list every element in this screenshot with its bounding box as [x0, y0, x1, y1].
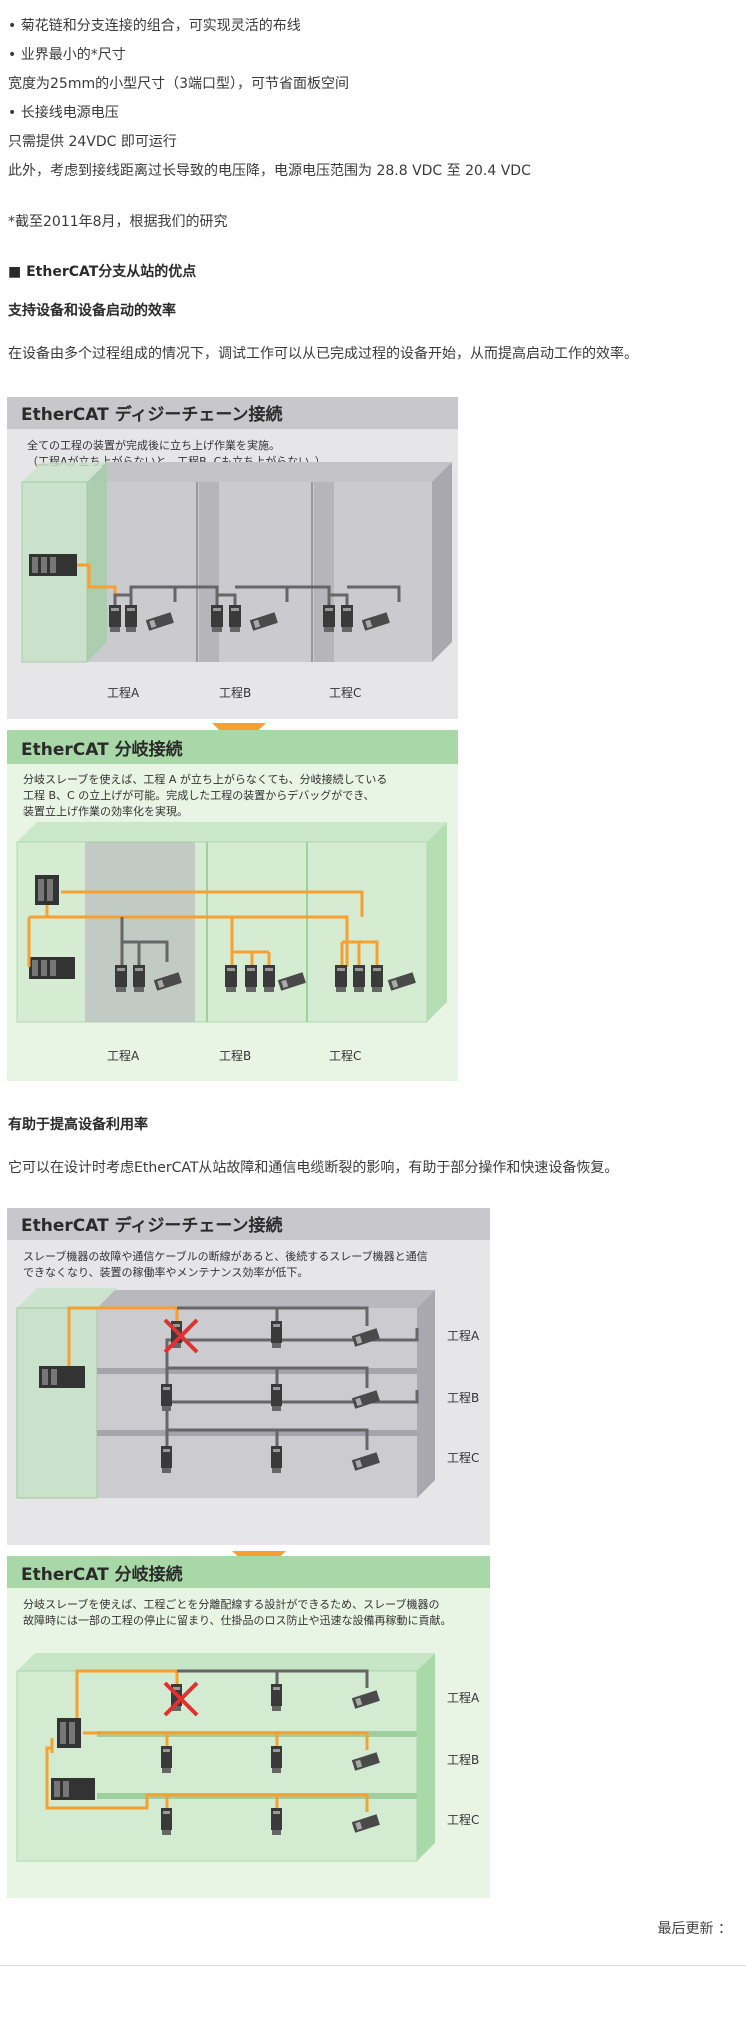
fig1-top-wiring	[77, 563, 401, 607]
fig1-bottom-label-a: 工程A	[107, 1048, 140, 1063]
fig1-bottom-desc-3: 装置立上げ作業の効率化を実現。	[23, 804, 188, 818]
fig2-bottom-header	[7, 1556, 490, 1588]
figure-startup-efficiency: EtherCAT ディジーチェーン接続 全ての工程の装置が完成後に立ち上げ作業を…	[7, 397, 458, 1081]
footer-divider	[0, 1965, 746, 1966]
fig1-top-title: EtherCAT ディジーチェーン接続	[21, 404, 283, 425]
feature-line-2: • 业界最小的*尺寸	[8, 47, 126, 63]
fig2-bottom-label-c: 工程C	[447, 1812, 479, 1827]
subheading-utilization: 有助于提高设备利用率	[8, 1117, 148, 1133]
fig2-top-desc-1: スレーブ機器の故障や通信ケーブルの断線があると、後続するスレーブ機器と通信	[23, 1249, 428, 1263]
fig1-bottom-desc-1: 分岐スレーブを使えば、工程 A が立ち上がらなくても、分岐接続している	[23, 772, 387, 786]
fig2-bottom-desc-2: 故障時には一部の工程の停止に留まり、仕掛品のロス防止や迅速な設備再稼動に貢献。	[23, 1613, 452, 1627]
fig2-top-fault-x-icon	[163, 1318, 199, 1354]
fig2-bottom-fault-x-icon	[163, 1681, 199, 1717]
fig1-bottom-header	[7, 730, 458, 764]
fig1-bottom-label-c: 工程C	[329, 1048, 361, 1063]
fig1-bottom-controller	[29, 875, 75, 979]
fig1-top-label-a: 工程A	[107, 685, 140, 700]
fig2-top-label-c: 工程C	[447, 1450, 479, 1465]
feature-line-4: • 长接线电源电压	[8, 105, 119, 121]
footnote: *截至2011年8月，根据我们的研究	[8, 214, 228, 230]
fig2-bottom-desc-1: 分岐スレーブを使えば、工程ごとを分離配線する設計ができるため、スレーブ機器の	[23, 1597, 439, 1611]
subheading-startup: 支持设备和设备启动的效率	[8, 303, 176, 319]
fig2-top-title: EtherCAT ディジーチェーン接続	[21, 1215, 283, 1236]
fig1-bottom-wiring	[27, 890, 379, 967]
fig1-top-controller-cabinet	[21, 462, 107, 663]
fig2-bottom-label-b: 工程B	[447, 1752, 479, 1767]
fig1-bottom-desc-2: 工程 B、C の立上げが可能。完成した工程の装置からデバッグができ、	[23, 788, 374, 802]
feature-line-1: • 菊花链和分支连接的组合，可实现灵活的布线	[8, 18, 301, 34]
fig1-top-process-boxes	[87, 462, 452, 662]
fig1-bottom-process-boxes	[16, 822, 447, 1023]
fig1-bottom-title: EtherCAT 分岐接続	[21, 739, 183, 760]
fig1-top-label-c: 工程C	[329, 685, 361, 700]
paragraph-startup: 在设备由多个过程组成的情况下，调试工作可以从已完成过程的设备开始，从而提高启动工…	[8, 346, 638, 362]
fig1-top-header	[7, 397, 458, 429]
fig1-top-desc-1: 全ての工程の装置が完成後に立ち上げ作業を実施。	[27, 438, 280, 452]
fig2-top-wiring	[67, 1306, 419, 1450]
figure-utilization: EtherCAT ディジーチェーン接続 スレーブ機器の故障や通信ケーブルの断線が…	[7, 1208, 490, 1898]
feature-line-5: 只需提供 24VDC 即可运行	[8, 134, 177, 150]
paragraph-utilization: 它可以在设计时考虑EtherCAT从站故障和通信电缆断裂的影响，有助于部分操作和…	[8, 1160, 619, 1176]
fig2-top-header	[7, 1208, 490, 1240]
fig1-top-label-b: 工程B	[219, 685, 251, 700]
feature-line-6: 此外，考虑到接线距离过长导致的电压降，电源电压范围为 28.8 VDC 至 20…	[8, 163, 531, 179]
last-updated-label: 最后更新 ：	[657, 1921, 732, 1937]
fig2-top-label-a: 工程A	[447, 1328, 480, 1343]
fig2-top-desc-2: できなくなり、装置の稼働率やメンテナンス効率が低下。	[23, 1265, 308, 1279]
fig1-bottom-label-b: 工程B	[219, 1048, 251, 1063]
fig2-bottom-label-a: 工程A	[447, 1690, 480, 1705]
fig2-top-label-b: 工程B	[447, 1390, 479, 1405]
section-heading: ■ EtherCAT分支从站的优点	[8, 264, 197, 280]
fig2-bottom-title: EtherCAT 分岐接続	[21, 1564, 183, 1585]
fig2-bottom-wiring	[45, 1669, 369, 1812]
feature-line-3: 宽度为25mm的小型尺寸（3端口型），可节省面板空间	[8, 76, 349, 92]
